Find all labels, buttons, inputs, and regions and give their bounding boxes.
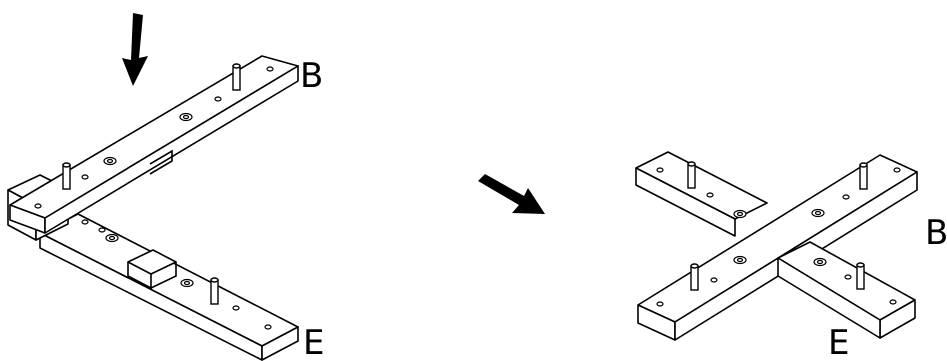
right-assembly: B E	[635, 151, 947, 361]
right-diagonal-beam-e	[635, 151, 916, 339]
left-label-b: B	[300, 56, 323, 96]
left-upper-beam	[9, 55, 299, 234]
left-lower-beam	[39, 213, 299, 361]
right-label-e: E	[828, 323, 849, 361]
left-label-e: E	[303, 323, 324, 361]
right-label-b: B	[925, 213, 947, 253]
arrow-diagonal-icon	[478, 174, 545, 214]
arrow-down-icon	[122, 13, 148, 86]
left-assembly: B E	[7, 55, 324, 361]
